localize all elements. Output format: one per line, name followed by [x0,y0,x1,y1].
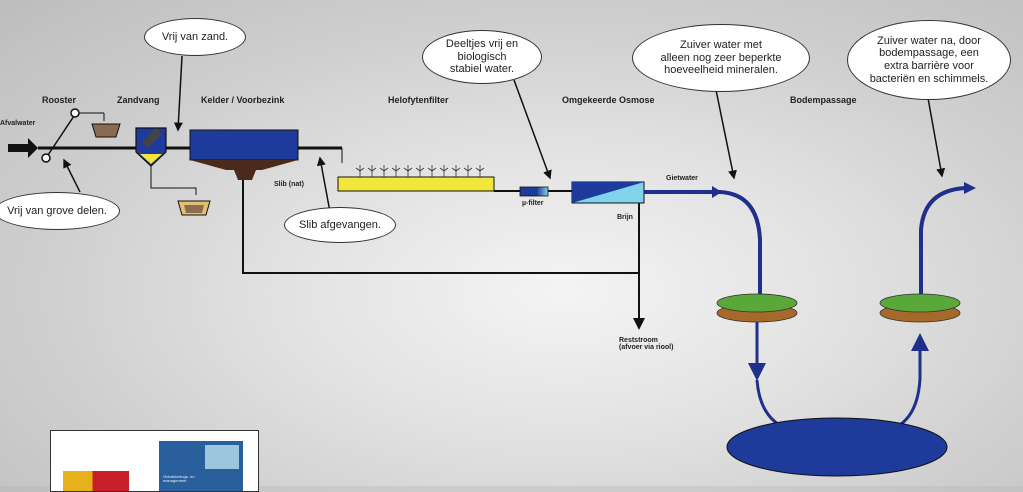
zandvang-tank [135,127,167,167]
label-kelder: Kelder / Voorbezink [201,95,285,105]
label-zandvang: Zandvang [117,95,160,105]
helofytenfilter-bed [337,165,495,192]
label-slib-nat: Slib (nat) [274,181,304,188]
coat-of-arms-logo [63,471,129,491]
rooster-screen [41,108,105,163]
inlet-arrow [8,138,38,158]
label-bodempassage: Bodempassage [790,95,857,105]
gietwater-pipe [644,190,762,298]
bubble-mineralen: Zuiver water met alleen nog zeer beperkt… [632,24,810,92]
label-mu-filter: µ-filter [522,200,544,207]
infiltration-disc-left [716,293,798,323]
label-rooster: Rooster [42,95,77,105]
infiltration-disc-right [879,293,961,323]
sludge-return-line [242,180,639,274]
label-helofytenfilter: Helofytenfilter [388,95,449,105]
label-afvalwater: Afvalwater [0,120,36,127]
institute-logo: Ontwikkelings- en management [159,441,243,491]
osmosis-unit [571,181,645,204]
bubble-deeltjes: Deeltjes vrij en biologisch stabiel wate… [422,30,542,84]
label-gietwater: Gietwater [666,175,698,182]
logo-panel: Ontwikkelings- en management [50,430,259,492]
bubble-bodem: Zuiver water na, door bodempassage, een … [847,20,1011,100]
label-omgekeerde-osmose: Omgekeerde Osmose [562,95,655,105]
bubble-slib: Slib afgevangen. [284,207,396,243]
institute-logo-text: Ontwikkelings- en management [163,474,195,484]
aquifer [726,417,948,477]
bubble-grove-delen: Vrij van grove delen. [0,192,120,230]
label-brijn: Brijn [617,214,633,221]
kelder-tank [189,129,299,180]
label-reststroom: Reststroom (afvoer via riool) [619,337,674,351]
mu-filter [519,186,549,197]
bubble-zand: Vrij van zand. [144,18,246,56]
rooster-bin [91,123,121,138]
output-pipe [919,186,967,298]
